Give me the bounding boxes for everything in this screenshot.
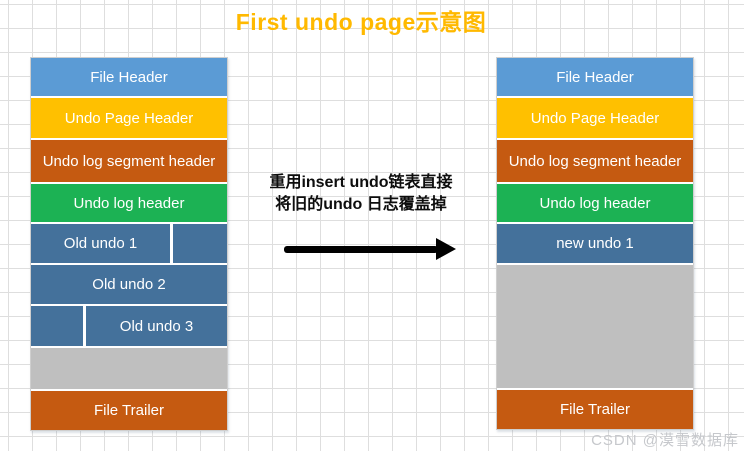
block-free-space [31,348,227,389]
block-file-trailer: File Trailer [497,390,693,429]
block-file-header: File Header [497,58,693,96]
block-file-header: File Header [31,58,227,96]
block-old-undo-1-spill [173,224,227,263]
block-file-trailer: File Trailer [31,391,227,430]
block-old-undo-1-row: Old undo 1 [31,224,227,263]
block-undo-log-header: Undo log header [31,184,227,222]
block-undo-log-segment-header: Undo log segment header [497,140,693,182]
right-arrow-shaft [284,246,438,253]
annotation-line-2: 将旧的undo 日志覆盖掉 [275,195,447,213]
left-undo-page-stack: File Header Undo Page Header Undo log se… [30,57,228,431]
block-undo-page-header: Undo Page Header [497,98,693,138]
page-title: First undo page示意图 [235,9,487,35]
block-old-undo-2: Old undo 2 [31,265,227,304]
block-undo-log-segment-header: Undo log segment header [31,140,227,182]
csdn-watermark: CSDN @漠雪数据库 [591,432,739,449]
block-old-undo-3: Old undo 3 [86,306,227,346]
block-new-undo-1: new undo 1 [497,224,693,263]
block-old-undo-3-spill [31,306,83,346]
annotation-line-1: 重用insert undo链表直接 [269,174,453,191]
block-free-space [497,265,693,388]
block-old-undo-3-row: Old undo 3 [31,306,227,346]
right-arrow-icon [436,238,456,260]
block-old-undo-1: Old undo 1 [31,224,170,263]
block-undo-log-header: Undo log header [497,184,693,222]
right-undo-page-stack: File Header Undo Page Header Undo log se… [496,57,694,430]
annotation-text: 重用insert undo链表直接 将旧的undo 日志覆盖掉 [248,172,474,215]
block-undo-page-header: Undo Page Header [31,98,227,138]
